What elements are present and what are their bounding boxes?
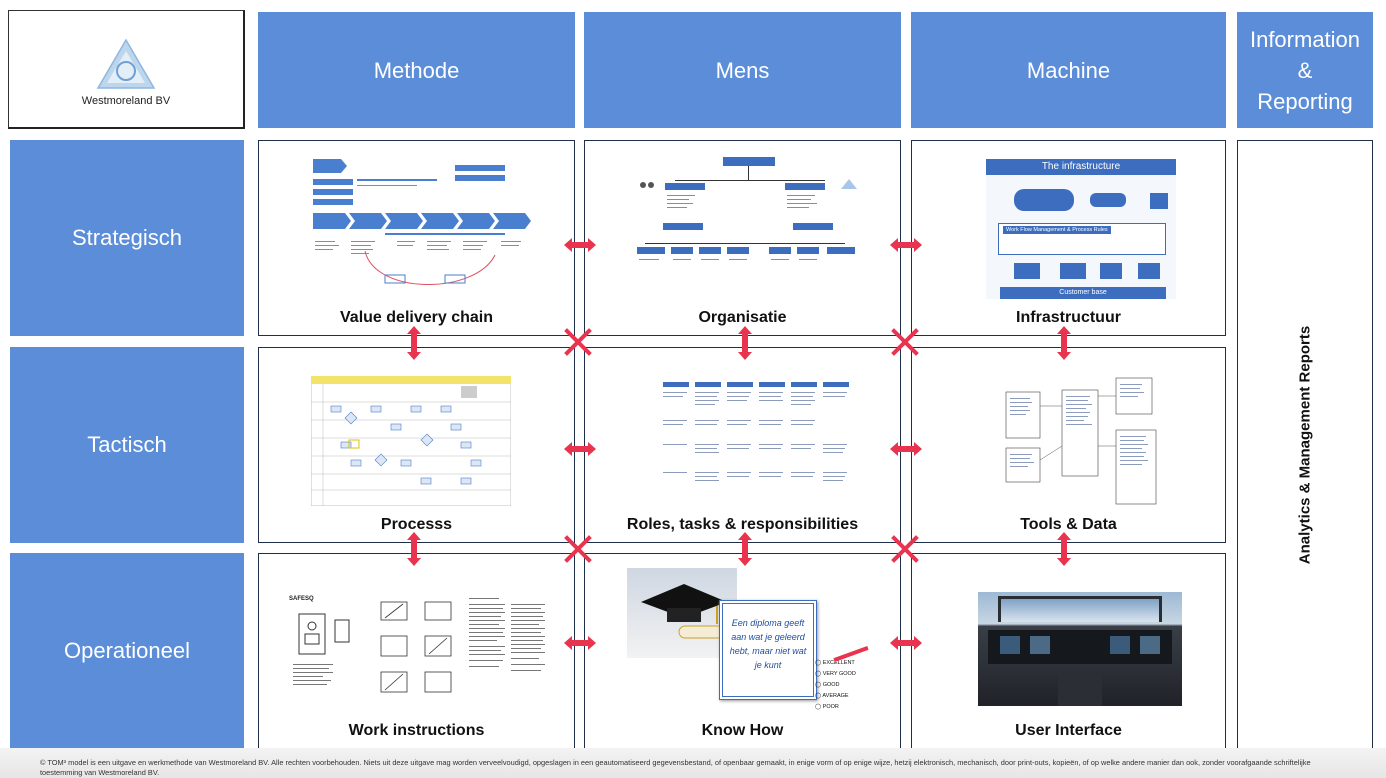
- row-label-strategisch: Strategisch: [10, 140, 244, 336]
- infra-box-2: [1060, 263, 1086, 279]
- arrow-cross-lower-left: [564, 535, 592, 563]
- graduation-cap-icon: [641, 584, 727, 639]
- org-chart-thumbnail: [637, 157, 857, 260]
- company-logo-box: Westmoreland BV: [8, 10, 245, 129]
- cell-user-interface: User Interface: [911, 553, 1226, 749]
- arrow-vertical-c1-upper: [407, 326, 421, 360]
- arrow-vertical-c3-upper: [1057, 326, 1071, 360]
- cockpit-image: [978, 592, 1182, 706]
- process-flow-thumbnail: [311, 376, 511, 506]
- analytics-label: Analytics & Management Reports: [1296, 325, 1314, 565]
- install-steps-drawing-icon: [380, 601, 452, 693]
- infra-node: [1090, 193, 1126, 207]
- graduation-image: [627, 568, 737, 658]
- arrow-cross-upper-left: [564, 328, 592, 356]
- data-model-thumbnail: [1005, 377, 1157, 505]
- arrow-cross-upper-right: [891, 328, 919, 356]
- infra-wfm-bar: Work Flow Management & Process Rules: [998, 223, 1166, 255]
- info-line-1: Information: [1249, 26, 1361, 52]
- cell-organisatie: Organisatie: [584, 140, 901, 336]
- cockpit-display-3: [1110, 636, 1130, 654]
- cell-infrastructuur: The infrastructure Work Flow Management …: [911, 140, 1226, 336]
- rating-excellent: ◯ EXCELLENT: [815, 660, 855, 666]
- info-line-2: &: [1297, 57, 1313, 83]
- infra-thumbnail: The infrastructure Work Flow Management …: [986, 159, 1176, 299]
- arrow-cross-lower-right: [891, 535, 919, 563]
- infra-box-1: [1014, 263, 1040, 279]
- row-label-operationeel: Operationeel: [10, 553, 244, 749]
- rating-very-good: ◯ VERY GOOD: [815, 671, 856, 677]
- cell-caption-roles: Roles, tasks & responsibilities: [626, 516, 859, 533]
- copyright-footer: © TOM³ model is een uitgave en werkmetho…: [0, 748, 1386, 778]
- arrow-horizontal-r2-right: [890, 442, 922, 456]
- infra-box-3: [1100, 263, 1122, 279]
- arrow-vertical-c3-lower: [1057, 532, 1071, 566]
- cell-work-instructions: SAFESQ: [258, 553, 575, 749]
- column-header-methode: Methode: [258, 12, 575, 128]
- infra-customer-bar: Customer base: [1000, 287, 1166, 299]
- cell-caption-know-how: Know How: [701, 722, 784, 739]
- info-line-3: Reporting: [1257, 88, 1353, 114]
- arrow-horizontal-r3-left: [564, 636, 596, 650]
- company-name: Westmoreland BV: [81, 95, 171, 107]
- infra-cylinder: [1150, 193, 1168, 209]
- cell-tools-data: Tools & Data: [911, 347, 1226, 543]
- arrow-horizontal-r3-right: [890, 636, 922, 650]
- infra-title: The infrastructure: [986, 159, 1176, 175]
- cockpit-display-2: [1030, 636, 1050, 654]
- rating-good: ◯ GOOD: [815, 682, 840, 688]
- value-chain-thumbnail: [313, 159, 531, 285]
- infra-box-4: [1138, 263, 1160, 279]
- triangle-logo-icon: [96, 38, 156, 89]
- column-header-machine: Machine: [911, 12, 1226, 128]
- column-header-mens: Mens: [584, 12, 901, 128]
- arrow-vertical-c1-lower: [407, 532, 421, 566]
- arrow-horizontal-r2-left: [564, 442, 596, 456]
- cell-caption-value-delivery-chain: Value delivery chain: [340, 309, 493, 326]
- cell-caption-user-interface: User Interface: [1015, 722, 1122, 739]
- cockpit-window: [998, 596, 1162, 622]
- cockpit-display-1: [1000, 636, 1020, 654]
- diploma-text: Een diploma geeft aan wat je geleerd heb…: [729, 618, 807, 670]
- arrow-horizontal-r1-right: [890, 238, 922, 252]
- safe-brand: SAFESQ: [289, 596, 314, 602]
- cockpit-console: [1058, 670, 1102, 706]
- cell-processs: Processs: [258, 347, 575, 543]
- cell-roles-tasks-responsibilities: Roles, tasks & responsibilities: [584, 347, 901, 543]
- cell-caption-infrastructuur: Infrastructuur: [1016, 309, 1121, 326]
- cell-value-delivery-chain: Value delivery chain: [258, 140, 575, 336]
- manual-text-icon: [469, 598, 545, 671]
- infra-wfm: Work Flow Management & Process Rules: [1003, 226, 1111, 234]
- arrow-vertical-c2-lower: [738, 532, 752, 566]
- work-instructions-thumbnail: SAFESQ: [289, 596, 549, 706]
- rating-average: ◯ AVERAGE: [815, 693, 849, 699]
- cockpit-display-4: [1140, 636, 1160, 654]
- cell-caption-tools-data: Tools & Data: [1020, 516, 1117, 533]
- rating-list: ◯ EXCELLENT ◯ VERY GOOD ◯ GOOD ◯ AVERAGE…: [815, 658, 895, 724]
- infra-customer-label: Customer base: [1059, 289, 1107, 296]
- roles-table-thumbnail: [663, 382, 849, 481]
- arrow-horizontal-r1-left: [564, 238, 596, 252]
- column-header-information-reporting: Information & Reporting: [1237, 12, 1373, 128]
- cell-caption-work-instructions: Work instructions: [348, 722, 485, 739]
- cell-know-how: Een diploma geeft aan wat je geleerd heb…: [584, 553, 901, 749]
- diploma-tile: Een diploma geeft aan wat je geleerd heb…: [719, 600, 817, 700]
- cell-caption-organisatie: Organisatie: [698, 309, 787, 326]
- infra-database: [1014, 189, 1074, 211]
- analytics-panel: Analytics & Management Reports: [1237, 140, 1373, 750]
- rating-poor: ◯ POOR: [815, 704, 839, 710]
- row-label-tactisch: Tactisch: [10, 347, 244, 543]
- device-drawing-icon: [293, 613, 350, 685]
- cell-caption-processs: Processs: [380, 516, 453, 533]
- arrow-vertical-c2-upper: [738, 326, 752, 360]
